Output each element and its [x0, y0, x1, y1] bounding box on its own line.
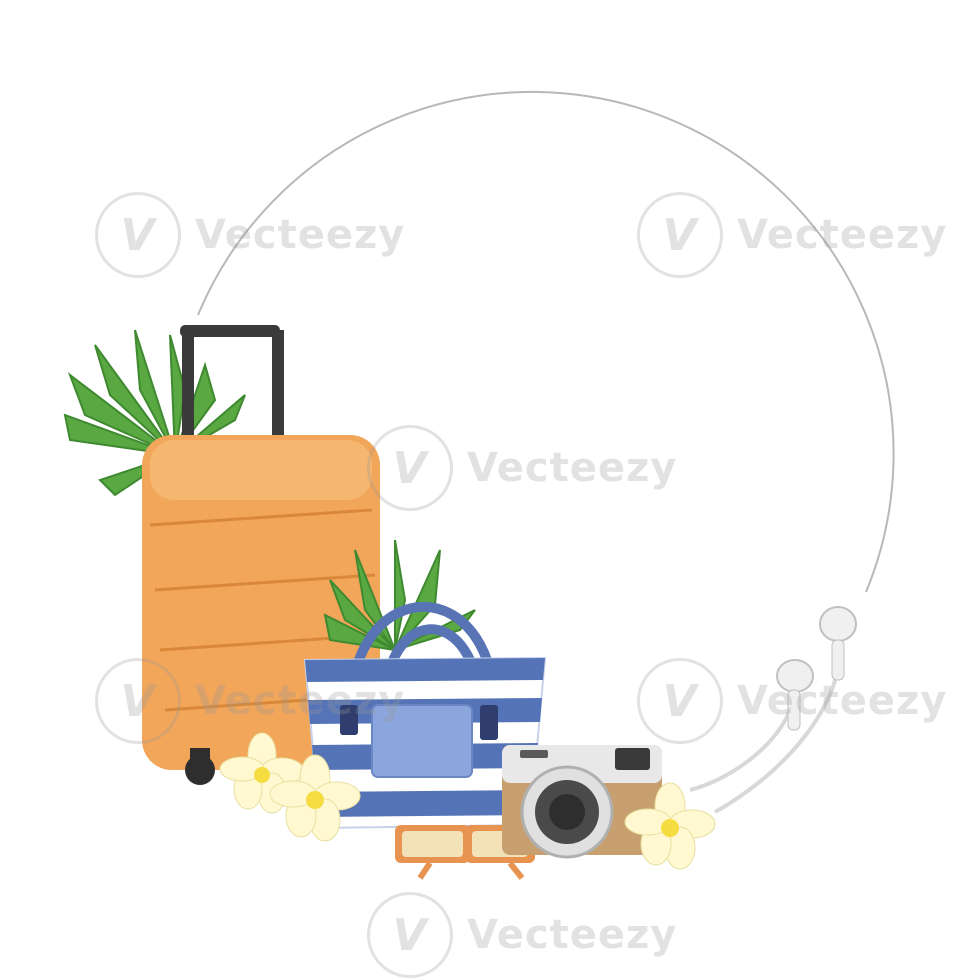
earphones-icon — [689, 606, 857, 814]
plumeria-flower-icon — [624, 782, 716, 870]
suitcase-handle — [180, 325, 284, 460]
plumeria-flower-icon — [219, 732, 361, 842]
circle-frame — [197, 90, 895, 593]
camera-icon — [502, 745, 662, 859]
striped-beach-bag-icon — [303, 656, 547, 830]
